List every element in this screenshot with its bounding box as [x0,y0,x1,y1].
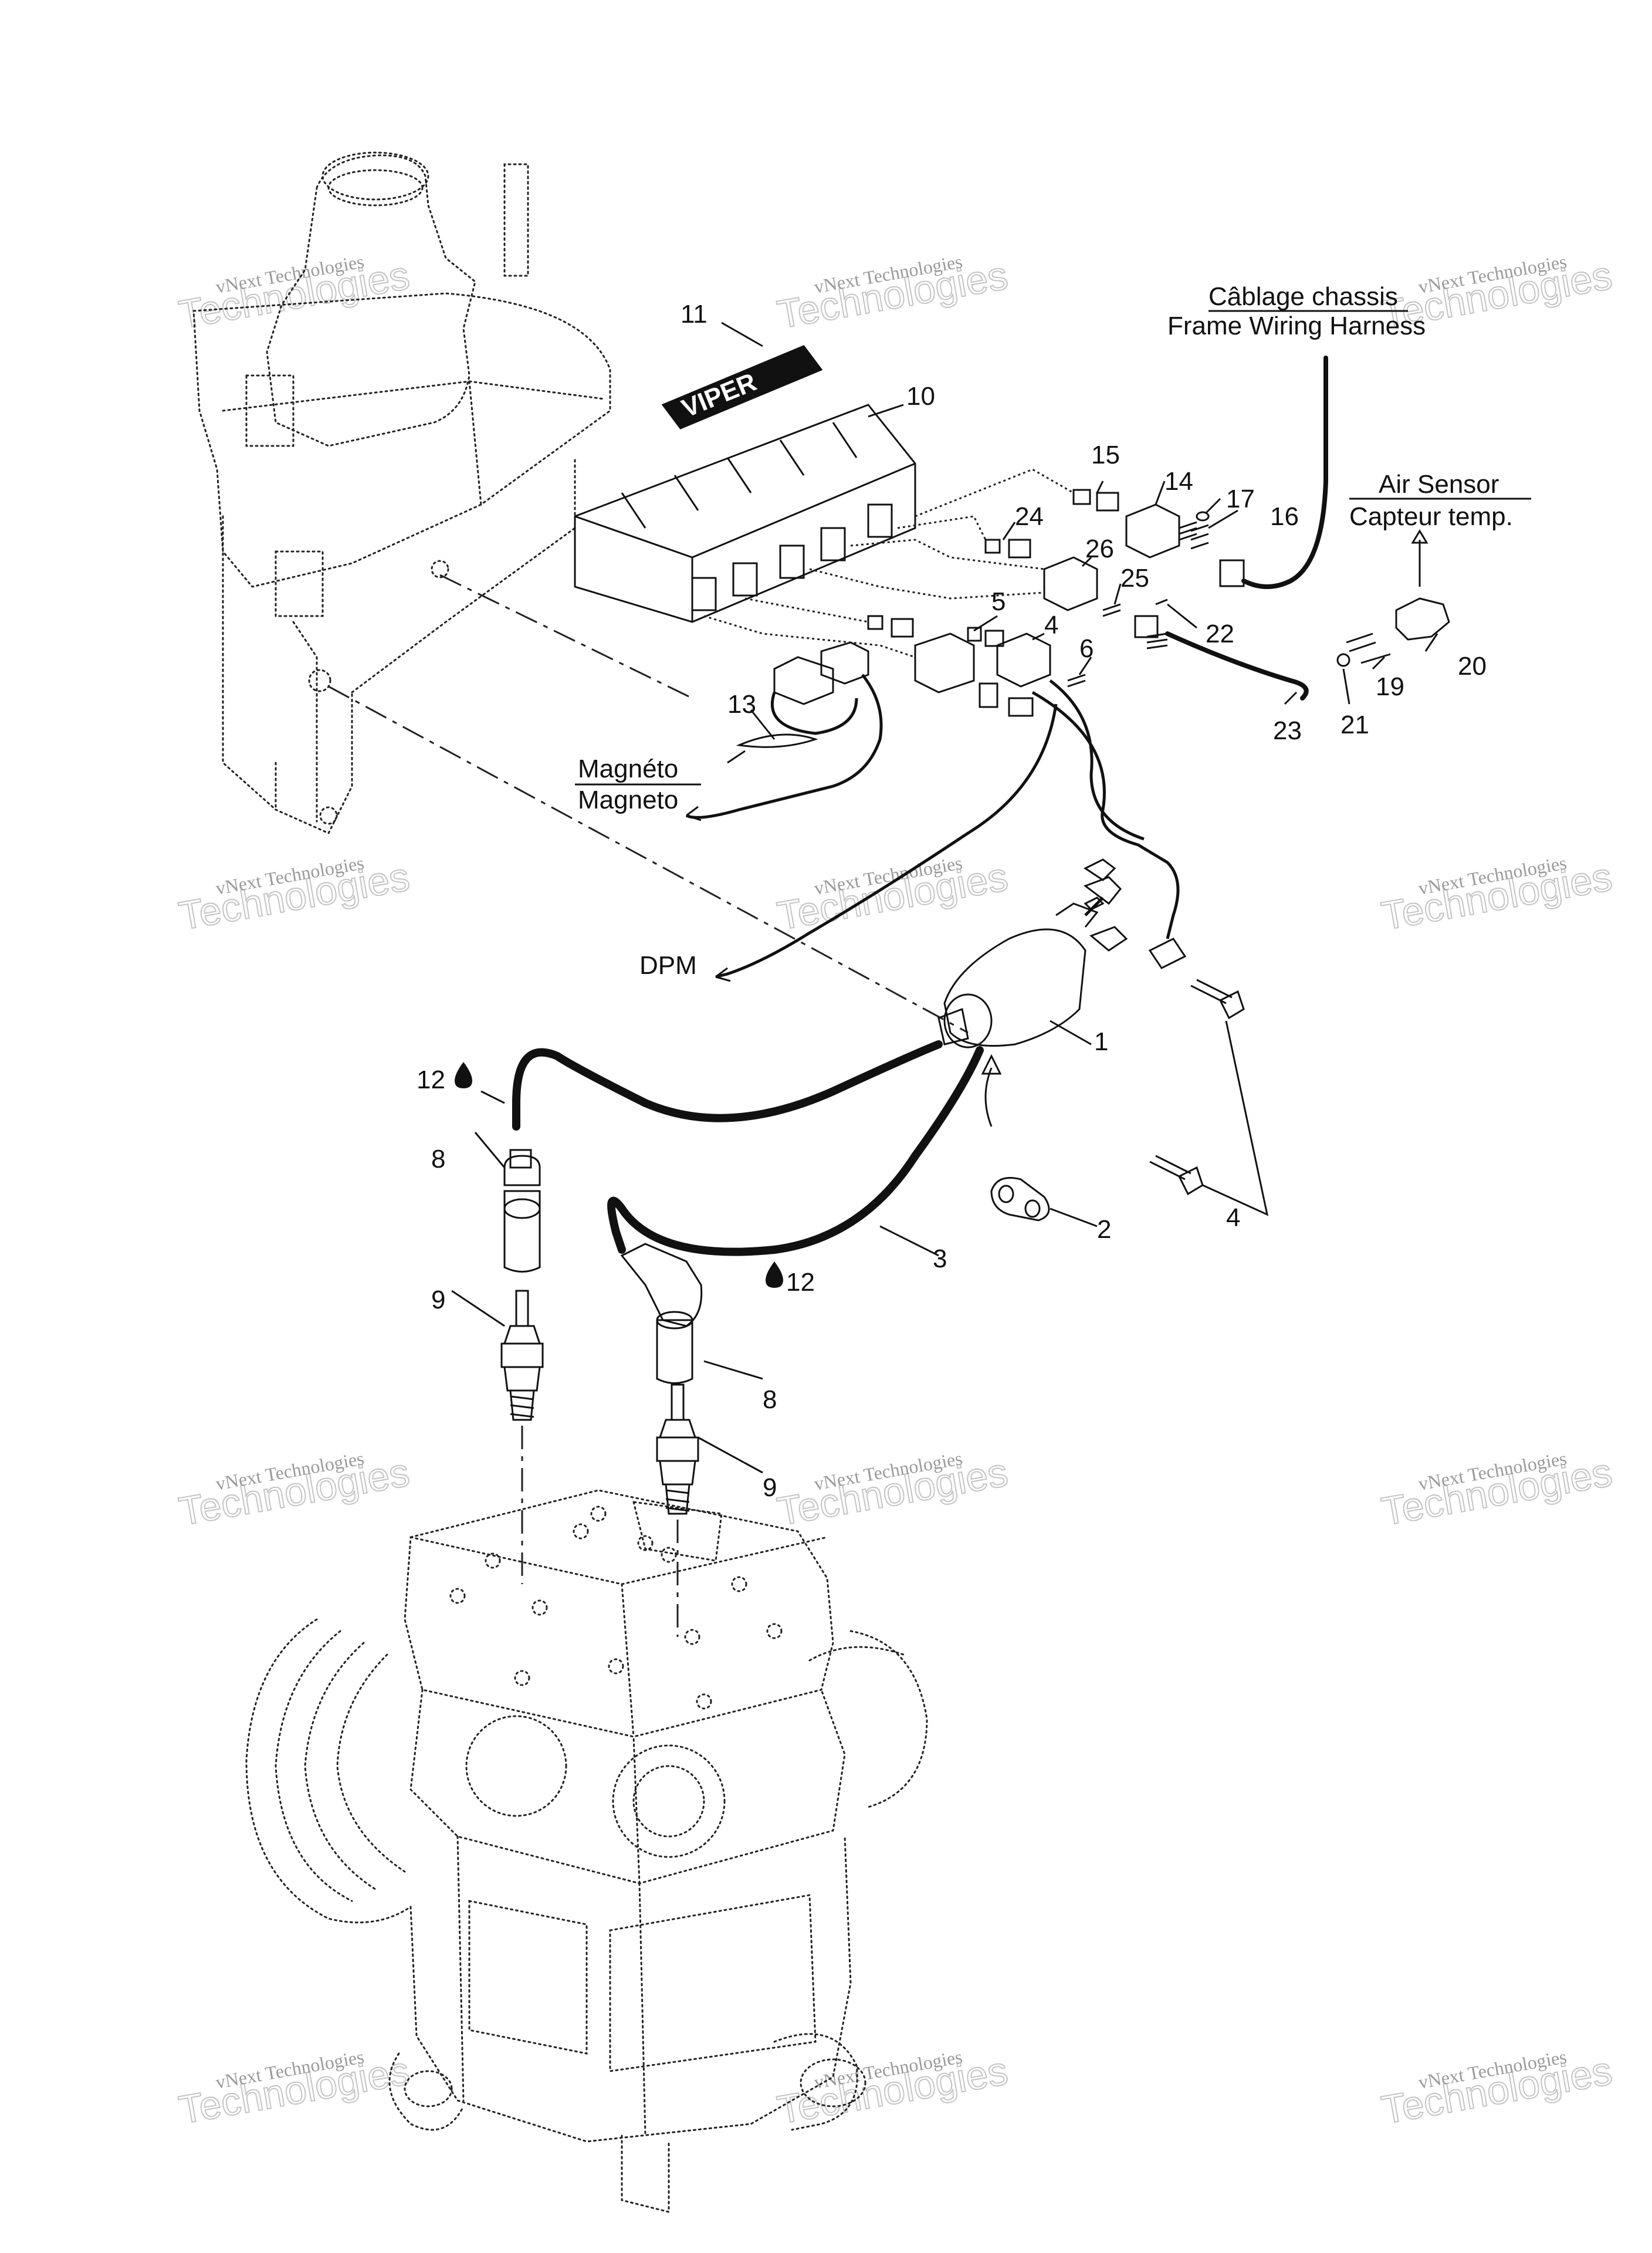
connector-5 [867,615,883,630]
part-label-9: 9 [431,1286,445,1314]
callout-frame-harness: Câblage chassis Frame Wiring Harness [1167,282,1426,340]
part-label-17: 17 [1226,485,1255,513]
engine-drawing [245,1489,928,2213]
mount-screw-4a [1190,979,1245,1020]
callout-dpm: DPM [639,951,697,980]
connector-4 [996,632,1051,688]
air-sensor-en: Air Sensor [1379,470,1499,499]
part-label-4: 4 [1044,611,1058,640]
mounting-centerline [328,685,969,1034]
part-label-2: 2 [1097,1215,1111,1244]
seal-16 [1219,559,1245,587]
mounting-centerline [439,574,693,699]
part-label-21: 21 [1340,711,1369,739]
connector-leaders [703,468,1074,658]
seal-24 [1008,539,1031,559]
part-label-1: 1 [1094,1027,1108,1056]
part-label-25: 25 [1120,564,1149,593]
part-label-19: 19 [1376,672,1404,701]
label-leaders [451,322,1438,1474]
part-label-9: 9 [763,1473,777,1502]
leader-4 [1202,1020,1269,1216]
frame-harness [1146,356,1450,701]
part-label-13: 13 [727,690,756,719]
ignition-module-10 [574,404,916,623]
seal-25 [1134,615,1159,638]
seal-15 [1096,492,1119,512]
mount-screw-4b [1149,1155,1204,1196]
washer-21 [1336,653,1350,667]
part-label-3: 3 [933,1244,947,1273]
part-label-16: 16 [1270,502,1299,531]
oil-drop-icon [455,1062,472,1088]
connector-24 [984,539,1001,554]
connector-26 [1043,556,1098,611]
part-label-24: 24 [1015,502,1044,531]
spark-plug-cap-8b [620,1243,703,1384]
connector-14 [1125,503,1180,559]
part-label-26: 26 [1085,535,1114,563]
spark-plug-cap-8a [503,1149,541,1273]
magneto-en: Magneto [578,786,678,814]
part-label-8: 8 [431,1145,445,1173]
part-label-11: 11 [681,300,707,329]
air-sensor-20 [1395,597,1450,641]
oil-tank-drawing [192,151,611,834]
ignition-coil-1 [937,876,1128,1048]
part-label-4: 4 [1226,1203,1240,1232]
callout-magneto: Magnéto Magneto [575,755,701,814]
part-label-23: 23 [1273,716,1302,745]
high-tension-wire-3 [512,1040,984,1256]
part-label-22: 22 [1206,620,1234,648]
connector-5b [914,632,975,694]
frame-harness-fr: Câblage chassis [1208,282,1398,311]
part-number-labels: 1 2 3 4 4 5 6 8 8 9 9 10 11 12 12 13 14 … [417,300,1487,1502]
part-label-12: 12 [786,1268,815,1297]
part-label-6: 6 [1079,634,1094,663]
callout-air-sensor: Air Sensor Capteur temp. [1349,470,1531,531]
spark-plug-9b [656,1383,699,1515]
harness-wires [715,679,1187,982]
clamp-2 [990,1177,1050,1222]
oil-drop-icon [766,1261,783,1288]
seal-5a [891,618,914,638]
pin-6 [1067,674,1086,688]
air-sensor-fr: Capteur temp. [1349,502,1513,531]
part-label-5: 5 [991,587,1006,616]
viper-decal-11: VIPER [661,345,823,429]
part-label-15: 15 [1091,441,1120,469]
seal-17 [1196,511,1210,522]
part-label-20: 20 [1458,652,1487,681]
connector-parts [867,489,1245,717]
pin-22 [1155,598,1168,605]
tie-13 [736,733,818,748]
spark-plug-9a [500,1290,544,1421]
svg-text:VIPER: VIPER [678,367,760,423]
connector-15 [1072,489,1091,505]
arrow-to-coil [984,1067,993,1127]
part-label-12: 12 [417,1065,445,1094]
frame-harness-en: Frame Wiring Harness [1167,312,1426,340]
magneto-connector [685,641,883,821]
part-label-8: 8 [763,1385,777,1414]
part-label-10: 10 [906,382,935,411]
part-label-14: 14 [1164,467,1193,496]
magneto-fr: Magnéto [578,755,678,783]
